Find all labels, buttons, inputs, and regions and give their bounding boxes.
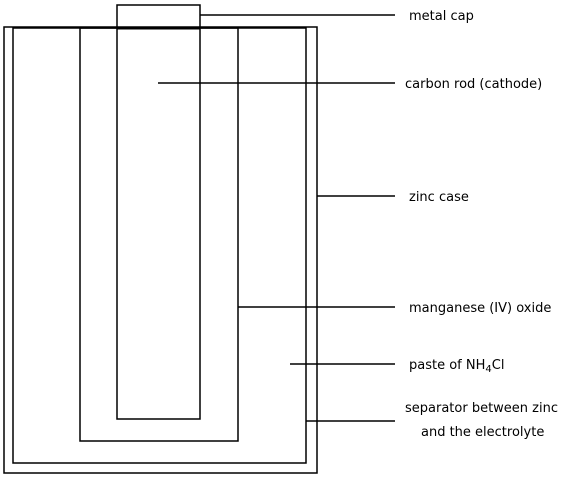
zinc-case-label: zinc case (409, 190, 469, 205)
paste-prefix: paste of NH (409, 358, 485, 373)
manganese-oxide-layer (79, 27, 239, 442)
metal-cap-label: metal cap (409, 9, 474, 24)
carbon-rod-label: carbon rod (cathode) (405, 77, 542, 92)
separator-label-line1: separator between zinc (405, 401, 558, 416)
paste-suffix: Cl (492, 358, 505, 373)
zinc-case-outer (3, 26, 318, 474)
paste-subscript: 4 (485, 364, 491, 375)
carbon-rod (116, 4, 201, 420)
manganese-oxide-label: manganese (IV) oxide (409, 301, 551, 316)
paste-label: paste of NH4Cl (409, 358, 504, 375)
separator-label-line2: and the electrolyte (421, 425, 544, 440)
separator-layer (12, 27, 307, 464)
